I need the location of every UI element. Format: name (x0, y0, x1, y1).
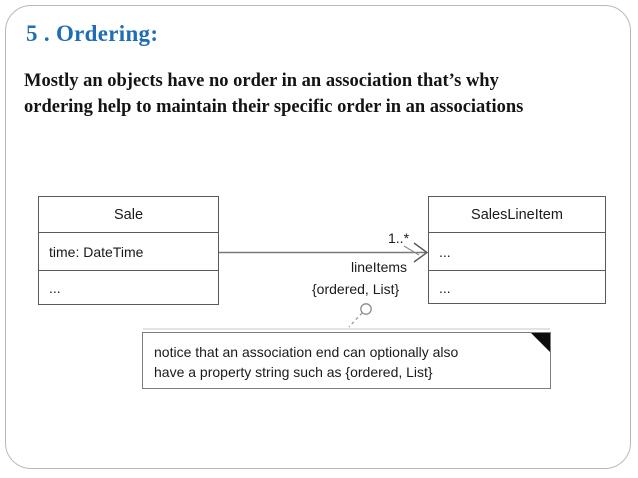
uml-class-sale-attribute-1: time: DateTime (39, 233, 218, 271)
uml-note-text: notice that an association end can optio… (154, 342, 458, 382)
uml-class-sale-name: Sale (39, 197, 218, 233)
body-line-2: ordering help to maintain their specific… (24, 97, 524, 117)
uml-class-sale-attribute-2: ... (49, 280, 61, 296)
page-title: 5 . Ordering: (26, 21, 159, 46)
uml-note-line-2: have a property string such as {ordered,… (154, 364, 433, 380)
slide-body-text: Mostly an objects have no order in an as… (24, 68, 610, 120)
uml-class-saleslineitem-attribute-1: ... (429, 233, 605, 271)
uml-class-sale[interactable]: Sale time: DateTime ... (38, 196, 219, 305)
association-role-name-label: lineItems (351, 259, 408, 275)
association-multiplicity-label: 1..* (388, 230, 410, 246)
uml-note-line-1: notice that an association end can optio… (154, 344, 459, 360)
uml-class-saleslineitem[interactable]: SalesLineItem ... ... (428, 196, 606, 304)
uml-note[interactable]: notice that an association end can optio… (142, 332, 551, 389)
note-folded-corner-icon (531, 333, 550, 352)
body-line-1: Mostly an objects have no order in an as… (24, 71, 499, 91)
uml-class-saleslineitem-attribute-2: ... (439, 279, 451, 296)
association-property-string-label: {ordered, List} (312, 281, 400, 297)
uml-class-saleslineitem-name: SalesLineItem (429, 197, 605, 233)
